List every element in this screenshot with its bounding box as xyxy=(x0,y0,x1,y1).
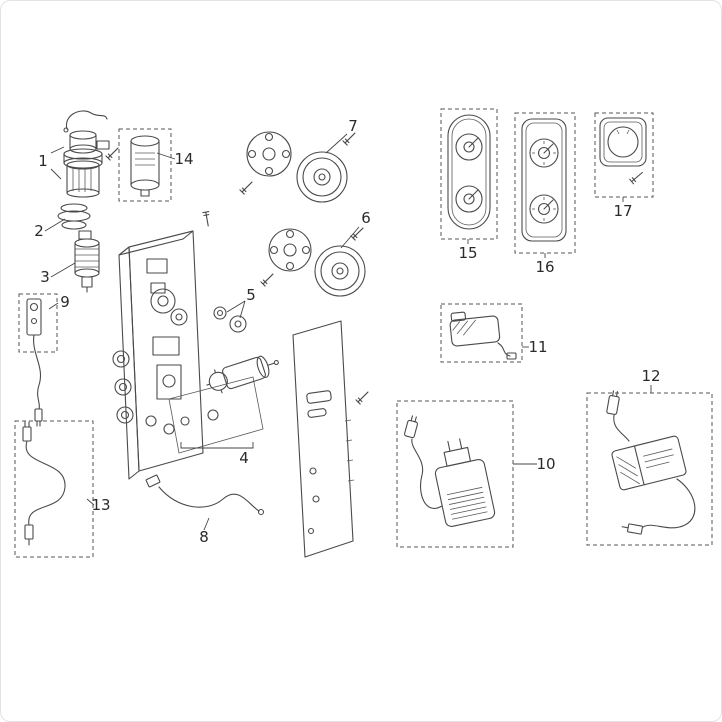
part-13-boundary-box xyxy=(14,420,94,558)
part-16-trim-plate xyxy=(521,118,567,242)
part-label-5: 5 xyxy=(246,286,256,304)
part-label-13: 13 xyxy=(91,496,110,514)
part-14-canister xyxy=(130,135,160,197)
part-11-boundary-box xyxy=(440,303,523,363)
part-label-4: 4 xyxy=(239,449,249,467)
part-14-boundary-box xyxy=(118,128,172,202)
part-label-10: 10 xyxy=(536,455,555,473)
valve-knob xyxy=(114,378,132,396)
part-2-seal-rings xyxy=(57,203,91,230)
leader-lines xyxy=(44,133,652,531)
part-label-7: 7 xyxy=(348,117,358,135)
part-10-boundary-box xyxy=(396,400,514,548)
part-label-6: 6 xyxy=(361,209,371,227)
valve-knob xyxy=(112,350,130,368)
part-5-adapter-set xyxy=(213,306,247,333)
screw-icon xyxy=(239,179,255,195)
part-label-15: 15 xyxy=(458,244,477,262)
part-label-17: 17 xyxy=(613,202,632,220)
part-10-power-adapter xyxy=(403,415,496,527)
part-13-cable xyxy=(22,421,66,546)
screw-icon xyxy=(202,211,212,227)
part-16-boundary-box xyxy=(514,112,576,254)
part-12-power-supply xyxy=(606,390,696,535)
part-3-cartridge xyxy=(74,230,100,293)
part-labels: 1 2 3 4 5 6 7 8 9 10 11 12 13 14 15 16 1… xyxy=(34,117,660,546)
part-label-2: 2 xyxy=(34,222,44,240)
part-label-11: 11 xyxy=(528,338,547,356)
part-12-boundary-box xyxy=(586,392,713,546)
screw-icon xyxy=(355,389,371,405)
part-6-wheel-set xyxy=(260,225,366,297)
screw-icon xyxy=(260,271,276,287)
part-9-bracket-cable xyxy=(26,298,43,427)
part-label-14: 14 xyxy=(174,150,193,168)
part-9-boundary-box xyxy=(18,293,58,353)
screw-icon xyxy=(629,169,645,185)
part-label-1: 1 xyxy=(38,152,48,170)
part-8-cable xyxy=(145,474,265,516)
part-7-wheel-set xyxy=(239,130,358,203)
part-1-solenoid-valve xyxy=(63,110,121,198)
part-11-pump-unit xyxy=(449,311,517,360)
main-body-assembly xyxy=(112,211,212,480)
part-17-escutcheon xyxy=(599,117,647,185)
screw-icon xyxy=(105,145,121,161)
part-15-trim-plate xyxy=(447,114,491,230)
part-label-3: 3 xyxy=(40,268,50,286)
part-17-boundary-box xyxy=(594,112,654,198)
part-15-boundary-box xyxy=(440,108,498,240)
valve-knob xyxy=(116,406,134,424)
part-label-12: 12 xyxy=(641,367,660,385)
part-label-8: 8 xyxy=(199,528,209,546)
part-label-9: 9 xyxy=(60,293,70,311)
part-4-actuator-assembly xyxy=(168,355,279,454)
part-label-16: 16 xyxy=(535,258,554,276)
cover-plate xyxy=(292,320,371,558)
